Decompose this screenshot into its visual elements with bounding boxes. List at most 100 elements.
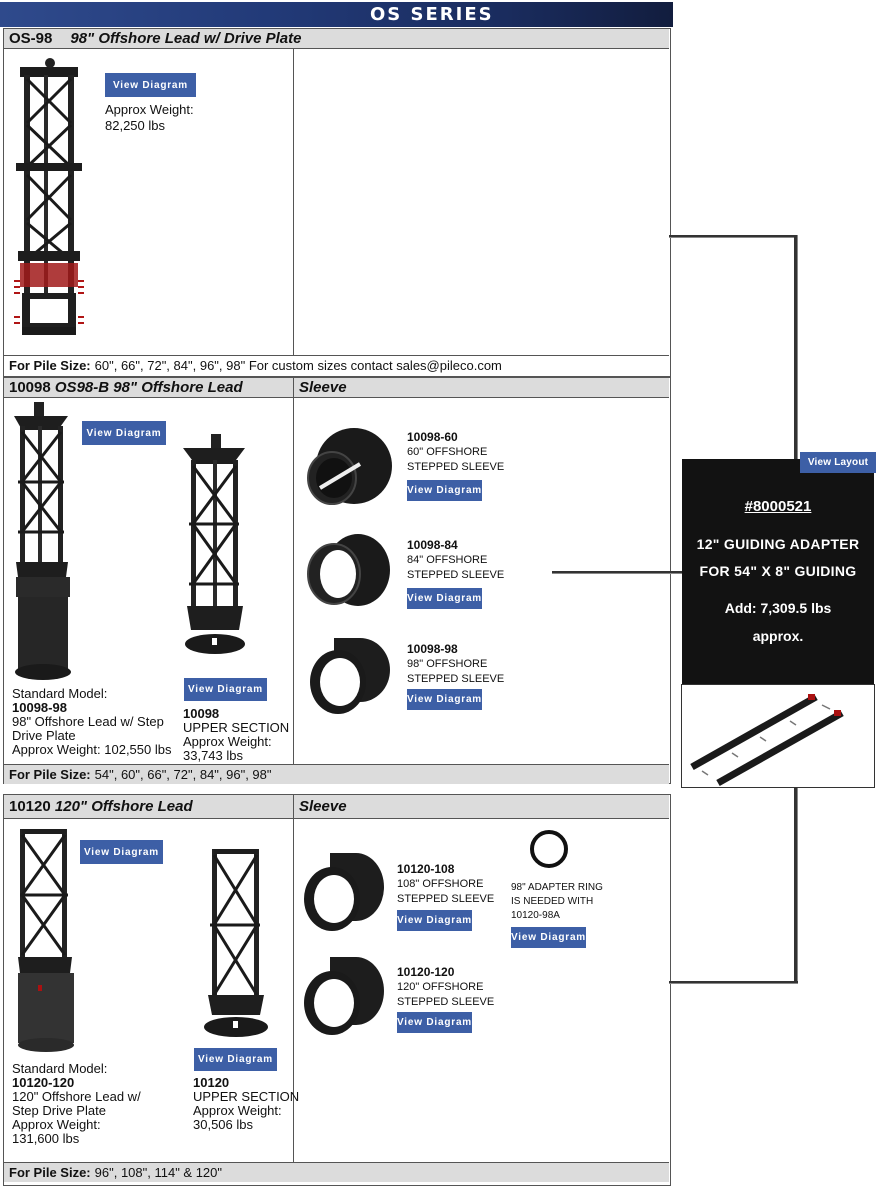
section-10120-footer: For Pile Size: 96", 108", 114" & 120" [4, 1162, 669, 1182]
section-os98-header: OS-98 98" Offshore Lead w/ Drive Plate [4, 29, 669, 49]
adapter-ring-view-diagram-button[interactable]: View Diagram [511, 927, 586, 948]
sleeve-header: Sleeve [293, 795, 669, 818]
sleeve-10120-120-info: 10120-120 120" OFFSHORE STEPPED SLEEVE [397, 965, 494, 1010]
standard-weight-value: 131,600 lbs [12, 1131, 80, 1146]
sleeve-view-diagram-button[interactable]: View Diagram [397, 1012, 472, 1033]
sleeve-header: Sleeve [293, 378, 669, 397]
connector-line [794, 788, 798, 984]
10120-upper-section-image [204, 849, 268, 1037]
sleeve-model: 10098-60 [407, 430, 458, 444]
sleeve-desc-2: STEPPED SLEEVE [407, 569, 505, 581]
section-code: 10098 [9, 379, 51, 396]
sleeve-10098-60-image [307, 428, 392, 505]
adapter-ring-desc-2: IS NEEDED WITH [511, 896, 594, 907]
standard-model-number: 10120-120 [12, 1075, 75, 1090]
sleeve-model: 10098-84 [407, 538, 458, 552]
os98-lead-image [14, 58, 84, 335]
os98-weight: Approx Weight: 82,250 lbs [105, 102, 194, 134]
view-diagram-button[interactable]: View Diagram [80, 840, 163, 864]
upper-model-desc: UPPER SECTION [183, 720, 290, 735]
standard-model-desc-2: Drive Plate [12, 728, 76, 743]
adapter-weight: Add: 7,309.5 lbs [724, 600, 832, 616]
upper-view-diagram-button[interactable]: View Diagram [194, 1048, 277, 1071]
upper-section-info: 10120 UPPER SECTION Approx Weight: 30,50… [193, 1076, 299, 1132]
sleeve-model: 10120-120 [397, 965, 455, 979]
section-os98-footer: For Pile Size: 60", 66", 72", 84", 96", … [4, 355, 669, 375]
sleeve-10098-60-info: 10098-60 60" OFFSHORE STEPPED SLEEVE [407, 430, 504, 475]
sleeve-desc-2: STEPPED SLEEVE [397, 996, 495, 1008]
upper-weight-label: Approx Weight: [183, 734, 272, 749]
section-title: 98" Offshore Lead w/ Drive Plate [70, 30, 302, 47]
sleeve-view-diagram-button[interactable]: View Diagram [397, 910, 472, 931]
adapter-desc: 12" GUIDING ADAPTER [696, 536, 860, 552]
standard-model-desc: 120" Offshore Lead w/ [12, 1089, 141, 1104]
sleeve-view-diagram-button[interactable]: View Diagram [407, 689, 482, 710]
pile-size-value: 54", 60", 66", 72", 84", 96", 98" [94, 767, 272, 782]
adapter-ring-image [530, 830, 568, 868]
standard-model-info: Standard Model: 10098-98 98" Offshore Le… [12, 687, 171, 757]
sleeve-10120-108-image [304, 853, 384, 931]
adapter-weight-note: approx. [752, 628, 804, 644]
adapter-desc-2: FOR 54" X 8" GUIDING [699, 563, 857, 579]
10098-upper-section-image [183, 434, 245, 654]
standard-model-label: Standard Model: [12, 686, 108, 701]
view-layout-button[interactable]: View Layout [800, 452, 876, 473]
section-10120-header: 10120 120" Offshore Lead Sleeve [4, 795, 669, 819]
standard-model-desc-2: Step Drive Plate [12, 1103, 106, 1118]
view-diagram-button[interactable]: View Diagram [82, 421, 166, 445]
connector-line [669, 235, 797, 238]
sleeve-10098-84-info: 10098-84 84" OFFSHORE STEPPED SLEEVE [407, 538, 504, 583]
sleeve-10120-108-info: 10120-108 108" OFFSHORE STEPPED SLEEVE [397, 862, 494, 907]
weight-value: 82,250 lbs [105, 118, 165, 133]
upper-weight-value: 30,506 lbs [193, 1117, 253, 1132]
pile-size-label: For Pile Size: [9, 358, 91, 373]
sleeve-view-diagram-button[interactable]: View Diagram [407, 588, 482, 609]
section-10120: 10120 120" Offshore Lead Sleeve View Dia… [3, 794, 671, 1186]
standard-model-label: Standard Model: [12, 1061, 108, 1076]
sleeve-model: 10098-98 [407, 642, 458, 656]
section-10098-header: 10098 OS98-B 98" Offshore Lead Sleeve [4, 378, 669, 398]
section-title: 10098 OS98-B 98" Offshore Lead [9, 379, 243, 396]
sleeve-model: 10120-108 [397, 862, 455, 876]
series-title: OS SERIES [370, 4, 494, 25]
upper-model-desc: UPPER SECTION [193, 1089, 300, 1104]
sleeve-10098-98-info: 10098-98 98" OFFSHORE STEPPED SLEEVE [407, 642, 504, 687]
section-subtitle: OS98-B 98" Offshore Lead [54, 379, 243, 396]
standard-model-info: Standard Model: 10120-120 120" Offshore … [12, 1062, 141, 1146]
standard-weight-label: Approx Weight: [12, 1117, 101, 1132]
upper-view-diagram-button[interactable]: View Diagram [184, 678, 267, 701]
sleeve-10098-98-image [310, 638, 390, 714]
pile-size-value: 96", 108", 114" & 120" [94, 1165, 223, 1180]
connector-line [552, 571, 682, 574]
sleeve-desc-2: STEPPED SLEEVE [397, 893, 495, 905]
sleeve-desc-2: STEPPED SLEEVE [407, 461, 505, 473]
guiding-adapter-panel: #8000521 12" GUIDING ADAPTER FOR 54" X 8… [682, 459, 874, 684]
section-code: 10120 [9, 798, 51, 815]
upper-section-info: 10098 UPPER SECTION Approx Weight: 33,74… [183, 707, 289, 763]
column-divider [293, 398, 294, 764]
section-title: 10120 120" Offshore Lead [9, 798, 193, 815]
pile-size-label: For Pile Size: [9, 767, 91, 782]
10120-120-lead-image [18, 829, 74, 1052]
pile-size-value: 60", 66", 72", 84", 96", 98" For custom … [94, 358, 502, 373]
sleeve-desc: 108" OFFSHORE [397, 878, 484, 890]
sleeve-desc: 98" OFFSHORE [407, 658, 488, 670]
weight-label: Approx Weight: [105, 102, 194, 117]
upper-model-number: 10120 [193, 1075, 230, 1090]
standard-model-weight: Approx Weight: 102,550 lbs [12, 742, 172, 757]
sleeve-desc: 84" OFFSHORE [407, 554, 488, 566]
sleeve-10120-120-image [304, 957, 384, 1035]
sleeve-desc: 60" OFFSHORE [407, 446, 488, 458]
view-diagram-button[interactable]: View Diagram [105, 73, 196, 97]
series-banner: OS SERIES [0, 2, 673, 27]
sleeve-desc: 120" OFFSHORE [397, 981, 484, 993]
10098-98-lead-image [14, 402, 71, 680]
sleeve-view-diagram-button[interactable]: View Diagram [407, 480, 482, 501]
section-10098-footer: For Pile Size: 54", 60", 66", 72", 84", … [4, 764, 669, 784]
adapter-ring-part: 10120-98A [511, 910, 560, 921]
upper-weight-value: 33,743 lbs [183, 748, 243, 763]
section-subtitle: 120" Offshore Lead [54, 798, 193, 815]
section-10098: 10098 OS98-B 98" Offshore Lead Sleeve Vi… [3, 377, 671, 784]
guiding-rails-icon [690, 693, 844, 787]
adapter-ring-desc: 98" ADAPTER RING [511, 882, 603, 893]
